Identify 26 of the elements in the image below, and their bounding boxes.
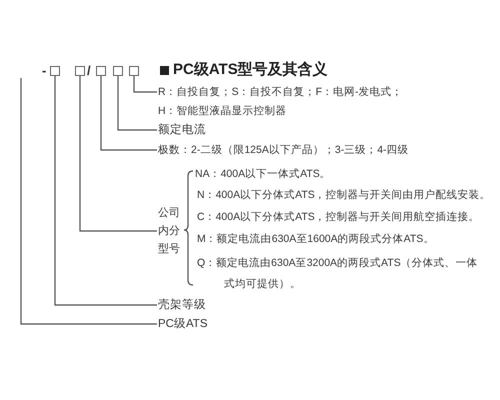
option-text: Q：额定电流由630A至3200A的两段式ATS（分体式、一体式均可提供）。 [197, 256, 479, 292]
placeholder-square [96, 66, 106, 76]
placeholder-square [129, 66, 139, 76]
description-text: R：自投自复；S：自投不自复；F：电网-发电式； [158, 85, 402, 99]
option-text: NA：400A以下一体式ATS。 [195, 167, 331, 181]
option-text: M：额定电流由630A至1600A的两段式分体ATS。 [197, 232, 434, 246]
placeholder-square [50, 66, 60, 76]
leader-line [133, 76, 157, 93]
placeholder-square [113, 66, 123, 76]
description-text: 极数：2-二级（限125A以下产品）；3-三级；4-四级 [158, 143, 409, 157]
leader-line [100, 76, 157, 151]
description-text: 公司内分型号 [158, 204, 181, 258]
option-text: H：智能型液晶显示控制器 [158, 104, 287, 118]
leader-line [20, 78, 157, 325]
slash: / [87, 63, 91, 79]
option-text: C：400A以下分体式ATS，控制器与开关间用航空插连接。 [197, 210, 480, 224]
leader-line [117, 76, 157, 131]
leader-line [54, 76, 157, 306]
title: PC级ATS型号及其含义 [173, 61, 328, 79]
placeholder-square [75, 66, 85, 76]
description-text: 额定电流 [158, 123, 206, 137]
hyphen: - [42, 63, 46, 79]
description-text: 壳架等级 [158, 298, 206, 312]
option-text: N：400A以下分体式ATS，控制器与开关间由用户配线安装。 [197, 188, 491, 202]
leader-line [79, 76, 157, 232]
description-text: PC级ATS [158, 317, 208, 331]
